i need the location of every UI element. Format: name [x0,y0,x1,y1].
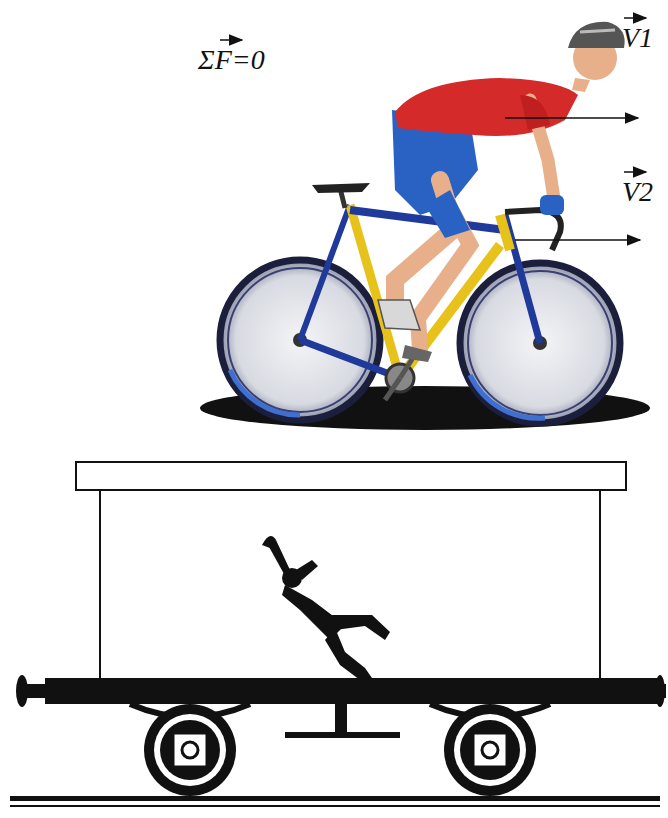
vector-arrow [220,39,242,41]
velocity-label: V2 [622,178,653,206]
wagon [10,462,666,806]
cyclist [378,22,625,362]
velocity-label: V1 [622,24,653,52]
velocity-arrow [515,239,640,241]
velocity-arrow [505,117,638,119]
vector-arrow [624,171,646,173]
force-equation: ΣF=0 [198,46,265,74]
falling-person [262,536,390,680]
vector-arrow [624,17,646,19]
